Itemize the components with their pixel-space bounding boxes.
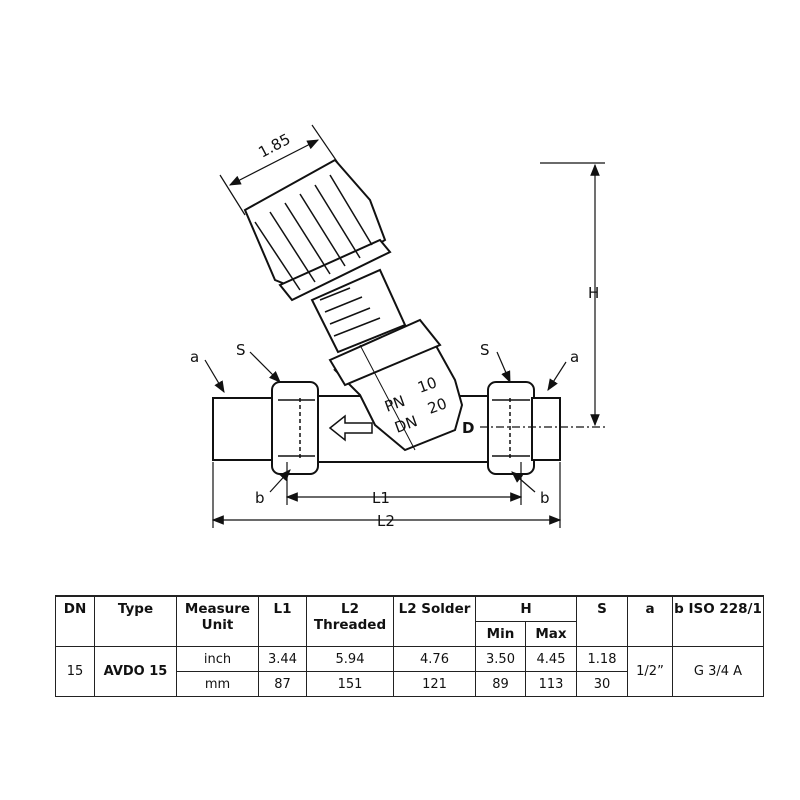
handwheel-base [278,238,392,302]
right-union-nut [487,381,535,475]
label-s-right: S [480,341,490,359]
body-pn-value: 10 [415,373,439,396]
cell-a: 1/2” [627,646,673,697]
header-b: b ISO 228/1 [672,595,764,647]
valve-drawing: 1.85 H a S S a b b L1 L2 D PN 10 DN 20 [190,124,605,530]
table-row-mm: mm 87 151 121 89 113 30 [56,671,764,697]
dimensions-table: DN Type Measure Unit L1 L2 Threaded L2 S… [55,595,764,697]
header-measure-unit: Measure Unit [176,595,259,647]
header-l1: L1 [258,595,307,647]
label-b-right: b [540,489,550,507]
cell-s: 30 [576,671,628,697]
body-dn-value: 20 [425,394,449,417]
cell-l2-threaded: 151 [306,671,394,697]
label-a-right: a [570,348,579,366]
label-s-left: S [236,341,246,359]
cell-h-max: 113 [525,671,577,697]
cell-unit: mm [176,671,259,697]
label-b-left: b [255,489,265,507]
dim-h-label: H [588,284,599,302]
header-type: Type [94,595,177,647]
table-row-inch: 15 AVDO 15 inch 3.44 5.94 4.76 3.50 4.45… [55,646,764,697]
right-solder-end [531,397,561,461]
header-l2-threaded: L2 Threaded [306,595,394,647]
cell-l2-solder: 4.76 [393,646,476,672]
body-pn: PN [382,392,407,416]
cell-l2-threaded: 5.94 [306,646,394,672]
cell-l2-solder: 121 [393,671,476,697]
header-s: S [576,595,628,647]
label-l1: L1 [372,489,390,507]
bonnet-collar [328,318,442,387]
cell-h-min: 89 [475,671,526,697]
cell-h-min: 3.50 [475,646,526,672]
cell-type: AVDO 15 [94,646,177,697]
header-a: a [627,595,673,647]
cell-dn: 15 [55,646,95,697]
cell-s: 1.18 [576,646,628,672]
header-h: H [475,595,577,622]
label-l2: L2 [377,512,395,530]
header-h-max: Max [525,621,577,647]
dim-knob-label: 1.85 [255,130,293,162]
cell-l1: 3.44 [258,646,307,672]
cell-b: G 3/4 A [672,646,764,697]
header-dn: DN [55,595,95,647]
cell-unit: inch [176,646,259,672]
label-a-left: a [190,348,199,366]
left-union-nut [271,381,319,475]
header-h-min: Min [475,621,526,647]
cell-h-max: 4.45 [525,646,577,672]
flow-direction-arrow [328,414,373,442]
scale-tube [310,268,407,354]
left-thread-end [212,397,276,461]
header-l2-solder: L2 Solder [393,595,476,647]
label-d: D [462,419,474,437]
cell-l1: 87 [258,671,307,697]
dim-1-85-line [228,139,320,186]
